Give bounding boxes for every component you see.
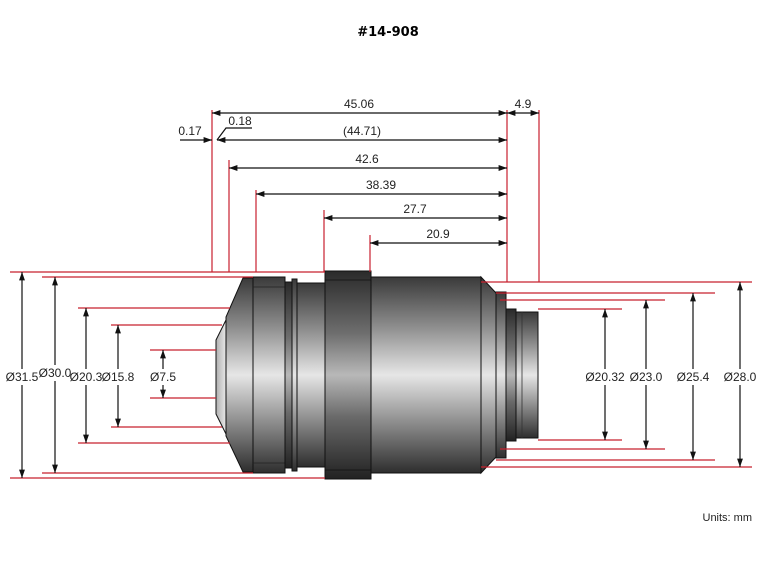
dim-parfocal: (44.71) — [343, 124, 381, 138]
units-label: Units: mm — [703, 512, 753, 524]
dim-knurl-length: 27.7 — [403, 202, 427, 216]
dim-front-length: 42.6 — [355, 152, 379, 166]
dim-working-distance: 0.18 — [228, 114, 252, 128]
dim-dia-15-8: Ø15.8 — [102, 370, 135, 384]
dim-dia-31-5: Ø31.5 — [6, 370, 39, 384]
dim-dia-25-4: Ø25.4 — [677, 370, 710, 384]
part-number-title: #14-908 — [357, 25, 419, 40]
top-dimension-labels: 45.06 4.9 0.17 0.18 (44.71) 42.6 38.39 2… — [178, 97, 531, 241]
dim-dia-28: Ø28.0 — [724, 370, 757, 384]
left-dimension-labels: Ø31.5 Ø30.0 Ø20.3 Ø15.8 Ø7.5 — [6, 365, 177, 385]
dim-cover-glass: 0.17 — [178, 124, 202, 138]
extension-lines — [10, 110, 752, 479]
top-dimensions — [180, 110, 539, 246]
dim-dia-20-32: Ø20.32 — [585, 370, 625, 384]
dim-barrel-length: 20.9 — [426, 227, 450, 241]
dim-overall-length: 45.06 — [344, 97, 374, 111]
dim-thread-length: 4.9 — [515, 97, 532, 111]
dim-dia-23: Ø23.0 — [630, 370, 663, 384]
dim-dia-7-5: Ø7.5 — [150, 370, 176, 384]
right-dimension-labels: Ø20.32 Ø23.0 Ø25.4 Ø28.0 — [585, 369, 757, 385]
dim-housing-length: 38.39 — [366, 178, 396, 192]
dim-dia-30: Ø30.0 — [39, 366, 72, 380]
objective-body — [215, 270, 539, 480]
right-dimensions — [602, 282, 743, 467]
dim-dia-20-3: Ø20.3 — [70, 370, 103, 384]
